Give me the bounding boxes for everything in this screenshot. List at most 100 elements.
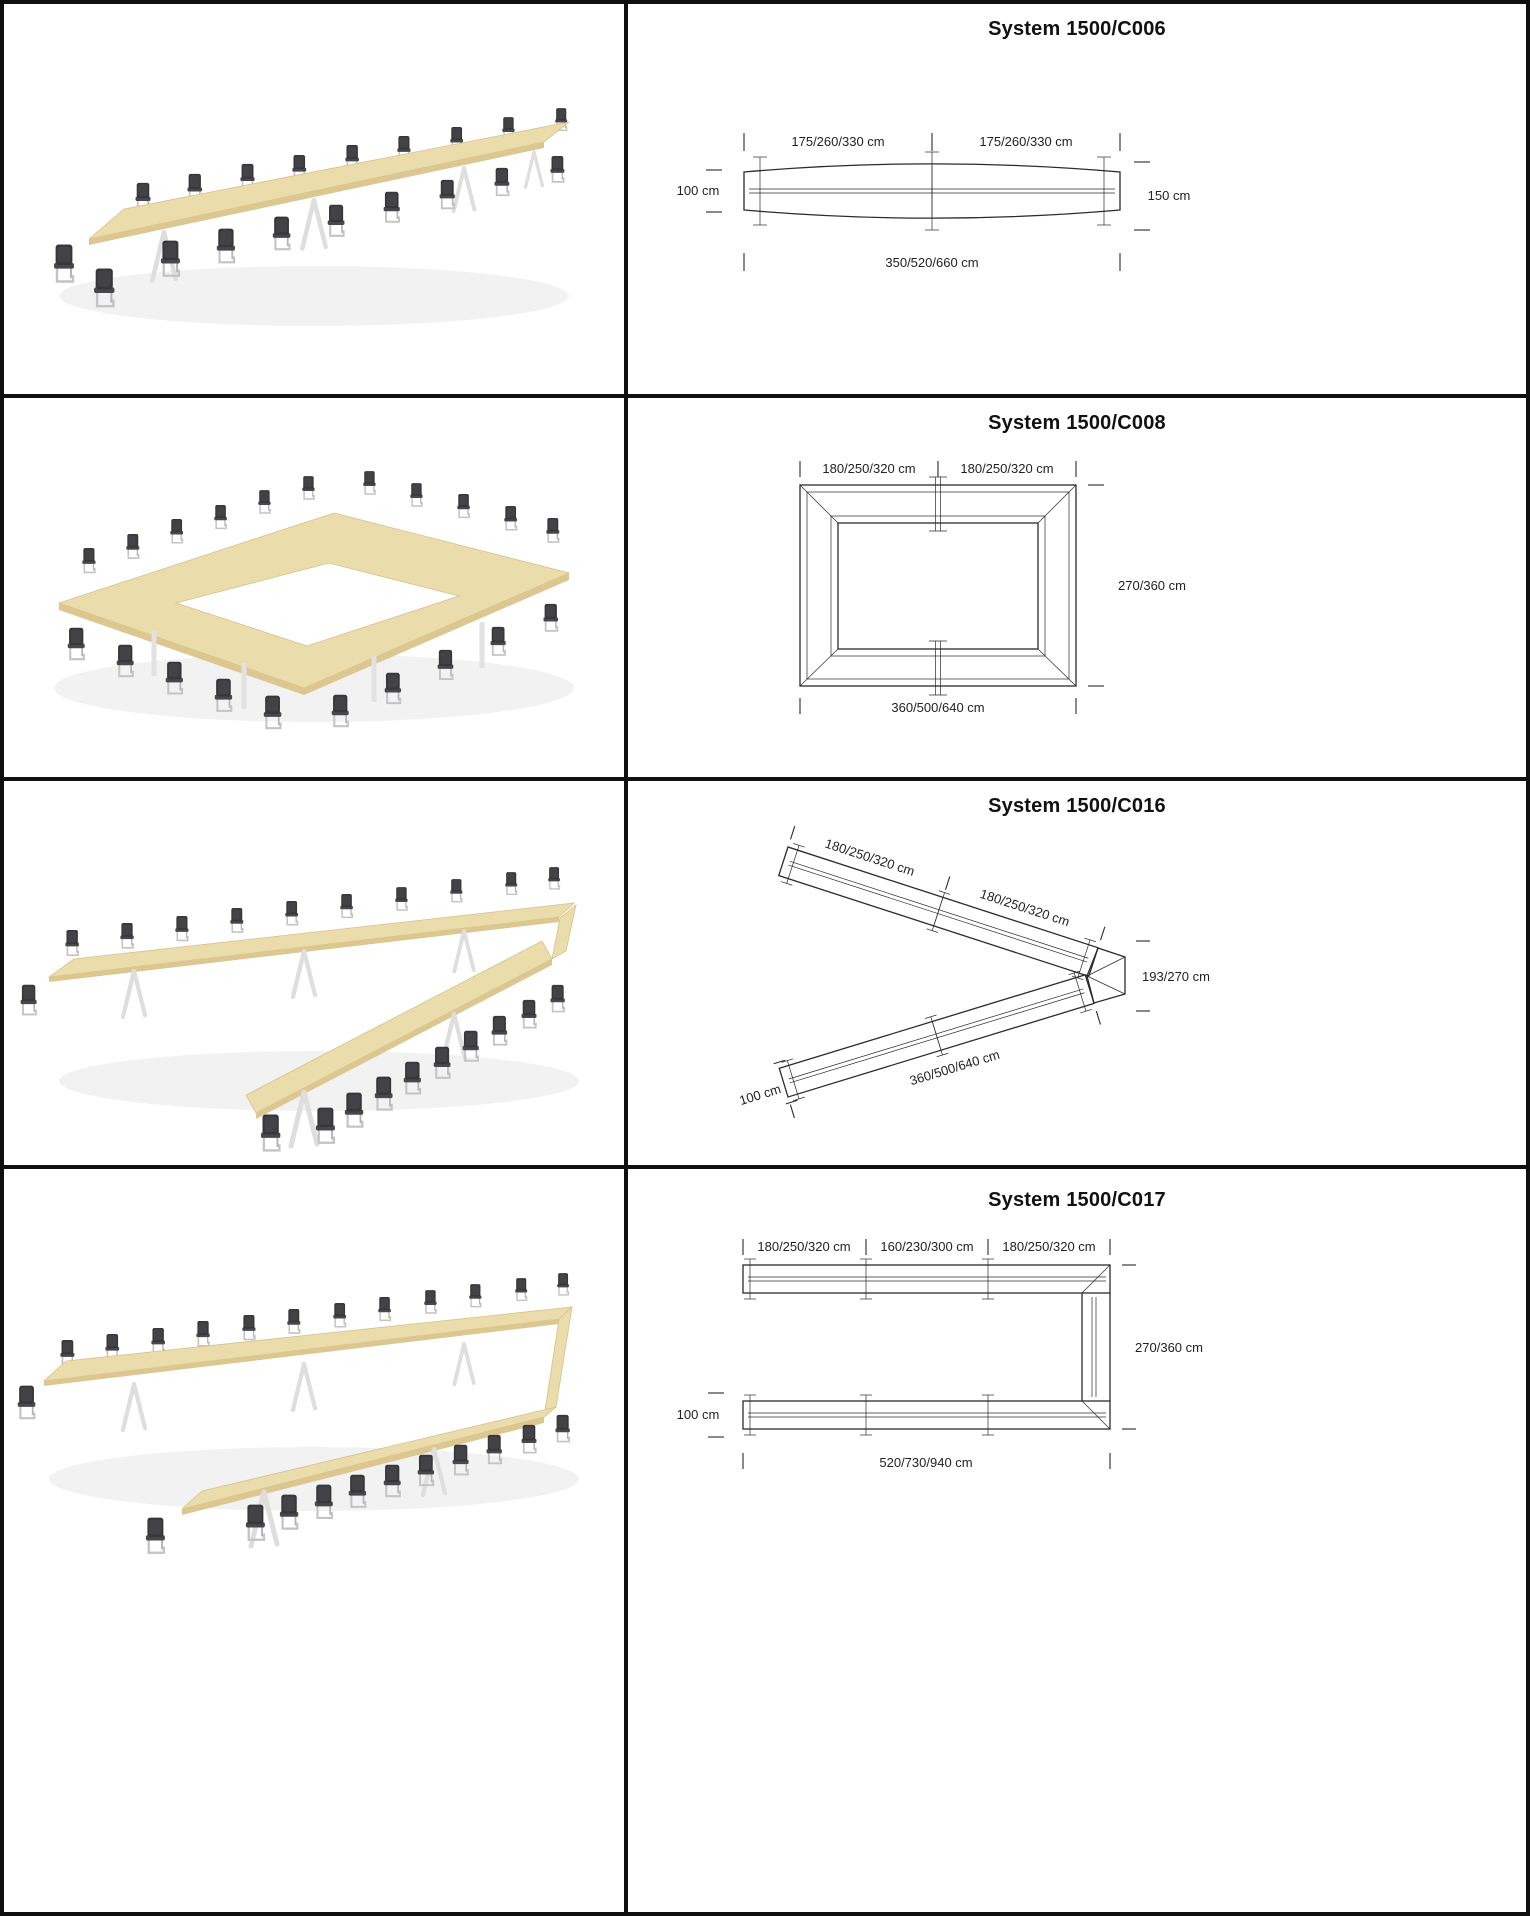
dim-right: 270/360 cm bbox=[1135, 1340, 1203, 1355]
system-title: System 1500/C017 bbox=[988, 1189, 1166, 1211]
chair bbox=[362, 470, 377, 495]
chair bbox=[215, 227, 237, 264]
spec-cell-c016: System 1500/C016 180/250/32 bbox=[628, 781, 1526, 1165]
chair bbox=[150, 1327, 166, 1354]
chair bbox=[257, 489, 272, 514]
chair bbox=[159, 239, 182, 277]
chair bbox=[169, 518, 184, 544]
chair bbox=[556, 1272, 570, 1296]
plan-drawing-c008: 180/250/320 cm 180/250/320 cm 270/360 cm… bbox=[799, 461, 1186, 715]
leg-marks bbox=[753, 151, 1111, 231]
tabletop-edge bbox=[44, 1319, 559, 1386]
chair bbox=[549, 155, 566, 183]
chair bbox=[514, 1277, 528, 1302]
table-leg bbox=[123, 1384, 145, 1430]
chair bbox=[542, 603, 559, 632]
tabletop-edge bbox=[182, 1417, 544, 1515]
chair bbox=[229, 907, 245, 933]
leg-marks bbox=[929, 476, 947, 696]
chair bbox=[213, 504, 228, 530]
dim-bottom: 350/520/660 cm bbox=[885, 255, 978, 270]
chair bbox=[377, 1296, 392, 1322]
chair bbox=[313, 1483, 334, 1520]
photo-cell-c008 bbox=[4, 398, 628, 777]
chair bbox=[339, 893, 354, 919]
chair bbox=[81, 547, 97, 574]
chair bbox=[174, 915, 190, 942]
dim-bottom: 360/500/640 cm bbox=[891, 700, 984, 715]
table-leg bbox=[454, 168, 475, 211]
chair bbox=[314, 1106, 337, 1144]
closed-rectangle-illustration bbox=[54, 470, 574, 730]
tabletop-edge bbox=[89, 142, 544, 245]
tabletop-joint bbox=[551, 903, 577, 960]
chair bbox=[52, 243, 76, 283]
photo-cell-c006 bbox=[4, 4, 628, 394]
top-arm-plan: 180/250/320 cm 180/250/320 cm bbox=[777, 825, 1106, 981]
table-leg bbox=[302, 200, 325, 249]
row-c017: System 1500/C017 bbox=[4, 1169, 1526, 1912]
dim-right: 150 cm bbox=[1148, 188, 1191, 203]
dim-top-2: 160/230/300 cm bbox=[880, 1239, 973, 1254]
dim-right: 193/270 cm bbox=[1142, 969, 1210, 984]
chair bbox=[64, 929, 80, 956]
chair bbox=[19, 983, 38, 1016]
chair bbox=[456, 493, 471, 519]
table-leg bbox=[241, 663, 247, 709]
table-leg bbox=[479, 622, 485, 668]
chair bbox=[438, 178, 456, 210]
boat-table-illustration bbox=[52, 107, 570, 326]
dim-bottom: 520/730/940 cm bbox=[879, 1455, 972, 1470]
chair bbox=[545, 517, 561, 543]
chair bbox=[504, 871, 518, 896]
system-title: System 1500/C008 bbox=[988, 412, 1166, 434]
chair bbox=[490, 1014, 509, 1046]
chair bbox=[326, 203, 346, 237]
dim-top-left: 180/250/320 cm bbox=[822, 461, 915, 476]
chair bbox=[119, 922, 135, 949]
tabletop-top-bar bbox=[42, 1306, 574, 1382]
v-shape-illustration bbox=[19, 866, 579, 1152]
chair bbox=[394, 886, 409, 911]
table-leg bbox=[452, 929, 476, 974]
chair bbox=[409, 482, 424, 507]
chair bbox=[520, 998, 538, 1029]
chair bbox=[343, 1091, 365, 1128]
chair bbox=[286, 1308, 302, 1334]
table-leg bbox=[452, 1342, 476, 1387]
plan-drawing-c016: 180/250/320 cm 180/250/320 cm bbox=[737, 825, 1210, 1119]
table-leg bbox=[151, 630, 157, 676]
chair bbox=[125, 533, 141, 559]
dim-left: 100 cm bbox=[677, 1407, 720, 1422]
chair bbox=[262, 694, 283, 730]
dim-left: 100 cm bbox=[737, 1081, 782, 1108]
chair bbox=[278, 1493, 300, 1530]
chair bbox=[259, 1113, 282, 1152]
chair bbox=[489, 625, 507, 656]
chair bbox=[271, 215, 292, 251]
table-leg bbox=[123, 971, 145, 1017]
table-leg bbox=[293, 951, 315, 997]
chair bbox=[520, 1423, 538, 1454]
chair bbox=[284, 900, 299, 926]
dim-top-right: 180/250/320 cm bbox=[960, 461, 1053, 476]
chair bbox=[301, 475, 316, 500]
u-shape-illustration bbox=[16, 1272, 579, 1554]
dim-top-left: 175/260/330 cm bbox=[791, 134, 884, 149]
plan-drawing-c017: 180/250/320 cm 160/230/300 cm 180/250/32… bbox=[677, 1239, 1203, 1470]
spec-cell-c008: System 1500/C008 180/250 bbox=[628, 398, 1526, 777]
table-leg bbox=[371, 656, 377, 702]
tabletop-edge bbox=[256, 959, 552, 1119]
dim-top-2: 180/250/320 cm bbox=[978, 886, 1071, 929]
dim-right: 270/360 cm bbox=[1118, 578, 1186, 593]
chair bbox=[241, 1314, 257, 1341]
system-title: System 1500/C006 bbox=[988, 18, 1166, 40]
chair bbox=[195, 1320, 211, 1347]
dim-bottom: 360/500/640 cm bbox=[908, 1047, 1002, 1089]
tabletop-bottom-bar bbox=[181, 1406, 557, 1510]
chair bbox=[144, 1516, 167, 1554]
spec-cell-c017: System 1500/C017 bbox=[628, 1169, 1526, 1912]
chair bbox=[423, 1289, 438, 1314]
dim-left: 100 cm bbox=[677, 183, 720, 198]
dim-top-1: 180/250/320 cm bbox=[823, 836, 916, 879]
